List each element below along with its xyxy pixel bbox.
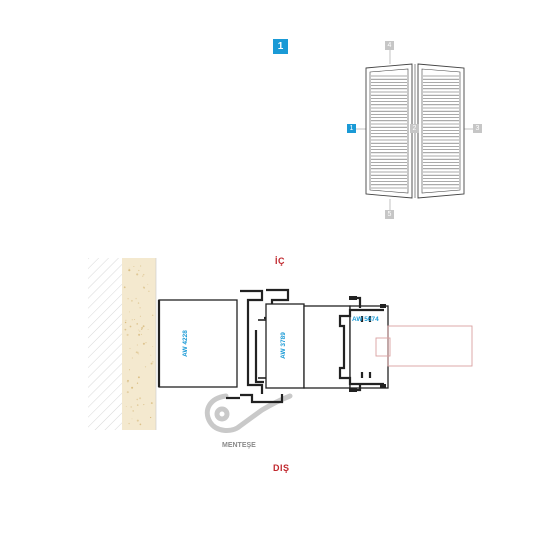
profile-code-mullion: AW 5674 <box>352 316 379 323</box>
wall-masonry <box>88 258 122 430</box>
profile-code-frame: AW 4228 <box>181 330 189 357</box>
inside-label: İÇ <box>275 256 285 266</box>
ref-marker-right: 3 <box>473 124 482 133</box>
section-badge: 1 <box>273 39 288 54</box>
frame-profile <box>158 299 238 388</box>
hinge-label: MENTEŞE <box>222 442 256 449</box>
ref-marker-bottom: 5 <box>385 210 394 219</box>
ref-marker-center: 2 <box>410 124 419 133</box>
shutter-right-leaf <box>417 63 465 199</box>
sash-detail <box>258 319 266 379</box>
outside-label: DIŞ <box>273 463 290 473</box>
profile-code-sash: AW 3789 <box>279 332 287 359</box>
wall-plaster <box>122 258 156 430</box>
gasket-marks <box>349 296 386 392</box>
sash-profile <box>265 303 305 389</box>
ref-marker-left: 1 <box>347 124 356 133</box>
infill-panel <box>375 325 473 367</box>
ref-marker-top: 4 <box>385 41 394 50</box>
shutter-left-leaf <box>365 63 413 199</box>
